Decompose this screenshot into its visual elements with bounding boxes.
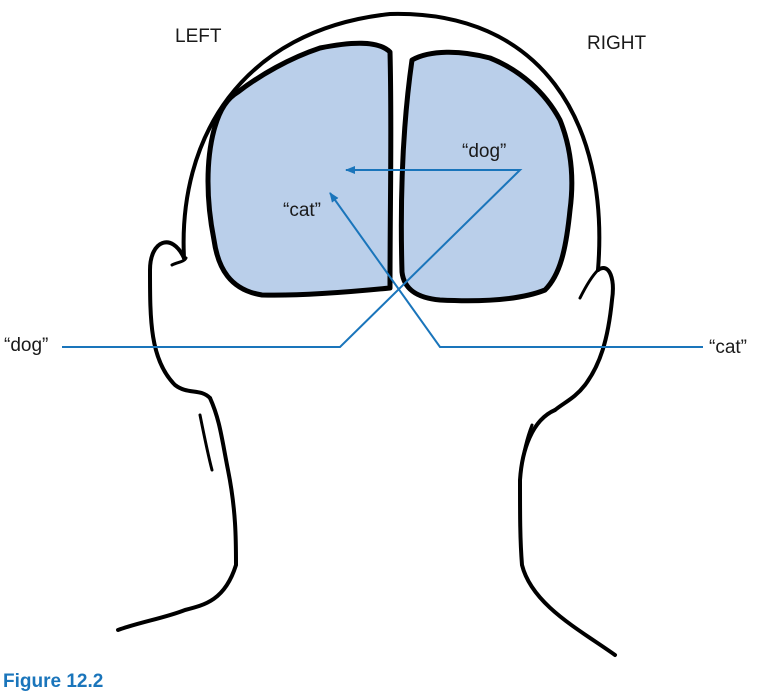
right-hemisphere-label: RIGHT [587, 33, 647, 54]
head-outline [181, 11, 602, 272]
left-hemisphere-label: LEFT [175, 26, 222, 47]
dog-stimulus-label: “dog” [4, 335, 49, 356]
figure-caption: Figure 12.2 [3, 671, 104, 692]
left-ear-inner [170, 256, 188, 267]
dog-inner-label: “dog” [462, 141, 507, 162]
cat-stimulus-label: “cat” [709, 337, 747, 358]
right-ear-inner [578, 268, 600, 300]
cat-pathway [329, 192, 703, 348]
cat-inner-label: “cat” [283, 200, 321, 221]
left-neck-outline [116, 396, 239, 632]
left-ear [147, 240, 212, 400]
left-neck-detail [198, 413, 214, 472]
right-neck-detail [519, 423, 534, 472]
right-neck-outline [517, 408, 617, 657]
right-ear [553, 266, 615, 412]
right-hemisphere [398, 49, 575, 304]
dog-pathway [62, 166, 523, 348]
left-hemisphere [205, 40, 394, 298]
